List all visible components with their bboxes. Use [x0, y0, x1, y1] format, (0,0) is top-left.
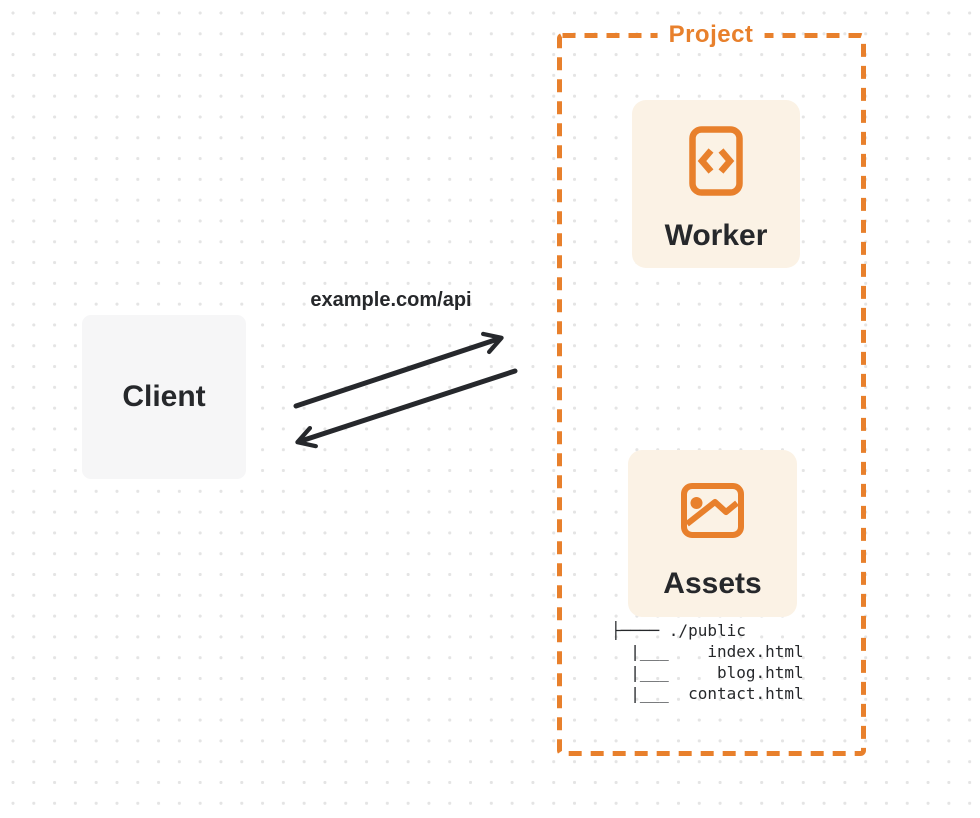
- response-arrow: [295, 368, 518, 449]
- assets-label: Assets: [663, 567, 762, 600]
- image-icon: [681, 483, 744, 538]
- project-label: Project: [657, 21, 765, 49]
- route-url-label: example.com/api: [310, 289, 472, 311]
- tree-line-index: |___ index.html: [611, 642, 804, 661]
- client-node: Client: [82, 315, 246, 479]
- tree-line-contact: |___ contact.html: [611, 684, 804, 703]
- worker-label: Worker: [664, 219, 768, 252]
- assets-node: Assets: [628, 450, 797, 617]
- code-file-icon: [689, 126, 743, 196]
- request-arrow: [293, 331, 504, 409]
- worker-node: Worker: [632, 100, 800, 268]
- tree-line-blog: |___ blog.html: [611, 663, 804, 682]
- client-label: Client: [122, 380, 206, 413]
- assets-file-tree: ├──── ./public |___ index.html |___ blog…: [611, 620, 804, 704]
- tree-line-public: ├──── ./public: [611, 621, 746, 640]
